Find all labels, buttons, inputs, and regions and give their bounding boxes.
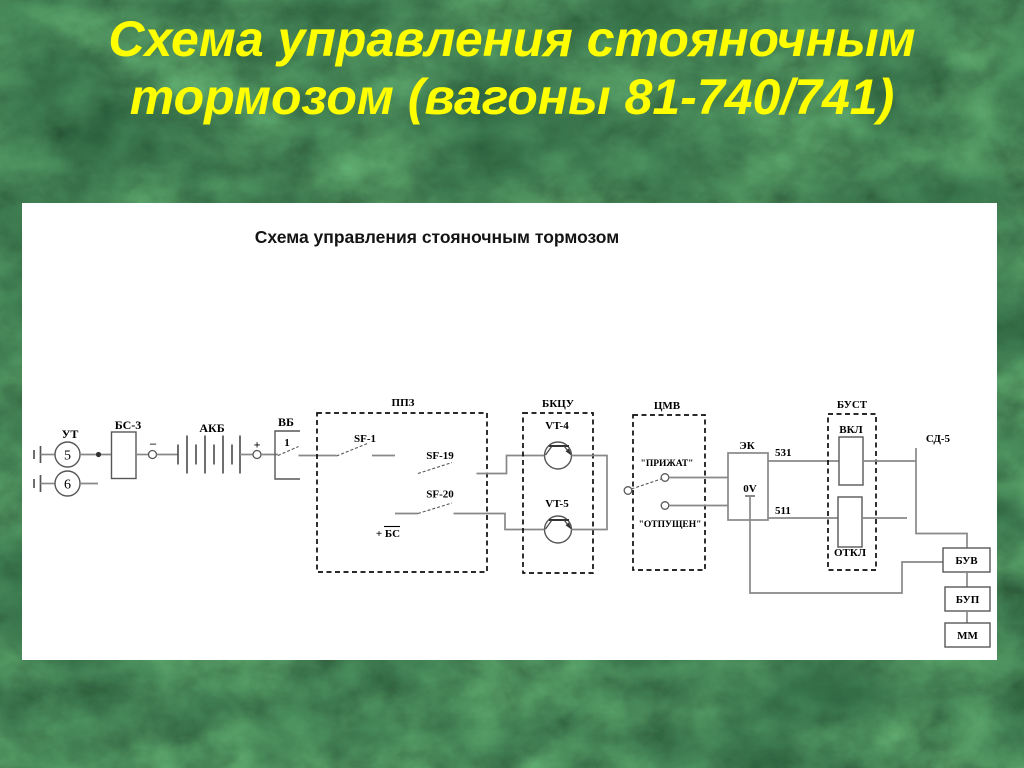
cmv-switch-arm bbox=[631, 478, 662, 490]
slide-title-line2: тормозом (вагоны 81-740/741) bbox=[129, 69, 895, 125]
vb-switch-box: 1 bbox=[274, 430, 300, 480]
cmv-box bbox=[632, 414, 706, 571]
vt4-label: VT-4 bbox=[545, 420, 569, 432]
mm-label: ММ bbox=[957, 630, 978, 642]
bup-label: БУП bbox=[956, 594, 980, 606]
wire-531-label: 531 bbox=[775, 447, 792, 459]
sd5-line bbox=[915, 448, 968, 548]
terminal-circle-5: 5 bbox=[54, 441, 81, 468]
sd5-label: СД-5 bbox=[926, 433, 951, 445]
bkcu-box bbox=[522, 412, 594, 574]
vb-switch-arm bbox=[277, 445, 299, 457]
cmv-label: ЦМВ bbox=[654, 400, 681, 412]
mm-box bbox=[944, 622, 991, 648]
sf20-switch-arm bbox=[417, 502, 453, 515]
prizhat-contact bbox=[660, 473, 670, 482]
bs3-box bbox=[110, 431, 137, 480]
sf19-label: SF-19 bbox=[426, 450, 454, 462]
bust-label: БУСТ bbox=[837, 399, 868, 411]
diagram-title: Схема управления стояночным тормозом bbox=[255, 227, 619, 247]
ek-box bbox=[727, 452, 769, 521]
akb-label: АКБ bbox=[199, 421, 224, 435]
diagram-panel: Схема управления стояночным тормозом 5 У… bbox=[22, 203, 997, 660]
slide-title: Схема управления стояночным тормозом (ва… bbox=[0, 10, 1024, 126]
sf20-to-vt5-wire bbox=[453, 512, 545, 531]
ppz-label: ППЗ bbox=[392, 397, 415, 409]
plus-bs-label: + БС bbox=[376, 528, 400, 540]
otpuschen-label: "ОТПУЩЕН" bbox=[639, 520, 702, 530]
junction-dot bbox=[95, 451, 102, 458]
minus-terminal bbox=[147, 449, 158, 460]
buv-label: БУВ bbox=[955, 555, 978, 567]
battery-icon bbox=[177, 435, 241, 474]
bs3-label: БС-3 bbox=[115, 418, 142, 432]
otpuschen-contact bbox=[660, 501, 670, 510]
vb-contact-number: 1 bbox=[284, 437, 290, 449]
otkl-label: ОТКЛ bbox=[834, 547, 867, 559]
ek-label: ЭК bbox=[739, 440, 754, 452]
sf1-switch-arm bbox=[336, 442, 368, 457]
sf20-label: SF-20 bbox=[426, 489, 454, 501]
vt5-transistor-icon bbox=[543, 515, 573, 544]
plus-label: + bbox=[254, 438, 261, 452]
vkl-label: ВКЛ bbox=[839, 424, 863, 436]
wire-511-label: 511 bbox=[775, 505, 791, 517]
otkl-box bbox=[837, 496, 863, 548]
minus-label: – bbox=[149, 436, 157, 450]
vt4-transistor-icon bbox=[543, 441, 573, 470]
slide-title-line1: Схема управления стояночным bbox=[108, 11, 916, 67]
sf1-label: SF-1 bbox=[354, 433, 376, 445]
ground-icon-6 bbox=[33, 475, 55, 492]
vb-label: ВБ bbox=[278, 415, 294, 429]
ppz-box bbox=[316, 412, 488, 573]
vkl-box bbox=[838, 436, 864, 486]
zero-v-label: 0V bbox=[743, 483, 757, 495]
ground-icon-5 bbox=[33, 446, 55, 463]
terminal-6-number: 6 bbox=[64, 478, 71, 493]
terminal-5-number: 5 bbox=[64, 449, 71, 464]
zero-v-path bbox=[749, 496, 943, 594]
terminal-circle-6: 6 bbox=[54, 470, 81, 497]
cmv-common-contact bbox=[623, 486, 633, 495]
prizhat-label: "ПРИЖАТ" bbox=[641, 459, 694, 469]
bkcu-label: БКЦУ bbox=[542, 398, 574, 410]
vt5-label: VT-5 bbox=[545, 498, 569, 510]
bkcu-output-bus bbox=[571, 454, 608, 531]
ut-label: УТ bbox=[62, 427, 79, 441]
sf19-to-vt4-wire bbox=[476, 454, 545, 475]
sf19-switch-arm bbox=[417, 461, 453, 475]
plus-terminal bbox=[252, 449, 262, 460]
